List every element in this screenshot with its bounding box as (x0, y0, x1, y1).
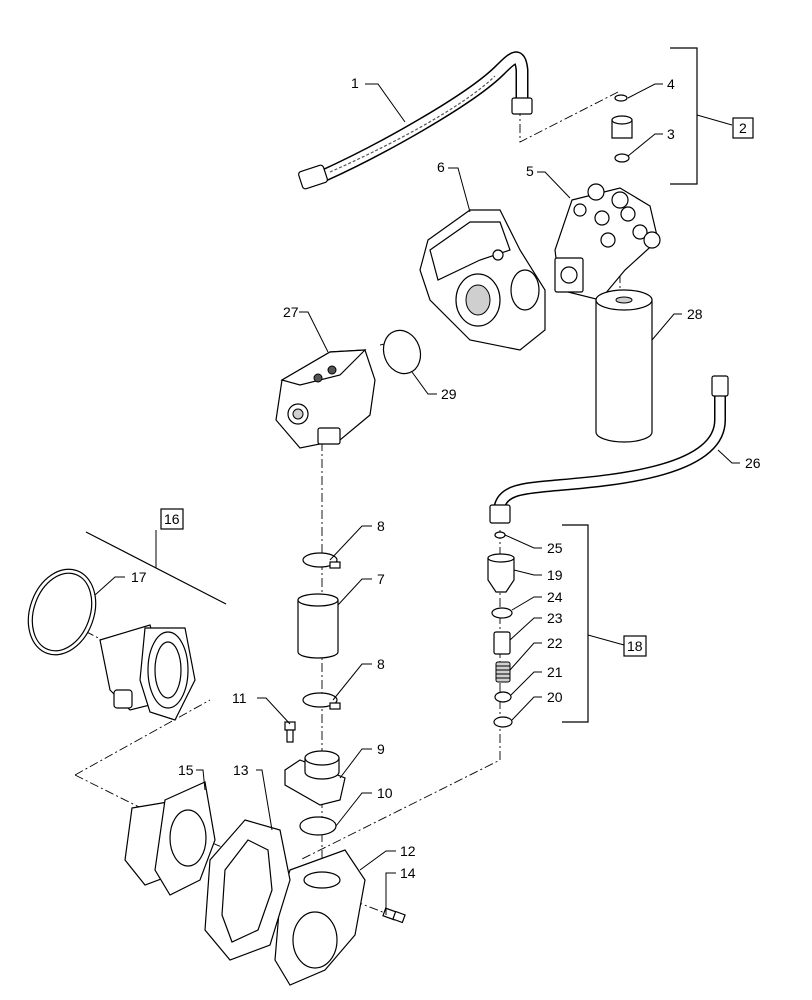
leader-lines (94, 83, 740, 915)
callout-11: 11 (232, 690, 247, 706)
part-26-hose (489, 375, 729, 524)
part-16-flanged-tube (99, 624, 196, 721)
group-16-bracket (85, 530, 227, 605)
callout-13: 13 (233, 762, 249, 778)
part-11-bolt (284, 721, 296, 743)
callout-16: 16 (164, 511, 180, 527)
callout-22: 22 (547, 635, 563, 651)
part-8-clamp-top (302, 552, 341, 569)
callout-10: 10 (377, 785, 393, 801)
part-22-spring (495, 661, 511, 683)
callout-23: 23 (547, 610, 563, 626)
callout-14: 14 (400, 865, 416, 881)
callout-25: 25 (547, 540, 563, 556)
group-18-bracket (562, 524, 625, 723)
callout-12: 12 (400, 843, 416, 859)
callout-4: 4 (667, 76, 675, 92)
callout-15: 15 (178, 762, 194, 778)
part-24-oring (491, 607, 513, 619)
part-8-clamp-bottom (302, 692, 341, 710)
group-2-bracket (670, 47, 733, 185)
part-27-pump (275, 349, 376, 449)
part-5-valve-block (554, 183, 661, 301)
callout-27: 27 (283, 304, 299, 320)
part-10-oring (299, 816, 337, 836)
callout-29: 29 (441, 386, 457, 402)
callout-19: 19 (547, 567, 563, 583)
callout-18: 18 (627, 638, 643, 654)
part-20-ring (493, 716, 513, 728)
callout-8b: 8 (377, 656, 385, 672)
part-9-flange (284, 750, 346, 806)
part-3-oring (614, 153, 630, 163)
callout-7: 7 (377, 571, 385, 587)
callout-20: 20 (547, 689, 563, 705)
callout-26: 26 (745, 455, 761, 471)
group-16-label-box (160, 508, 184, 530)
callout-8a: 8 (377, 518, 385, 534)
callout-17: 17 (131, 569, 147, 585)
part-fitting (611, 115, 633, 139)
part-1-hose (298, 51, 533, 190)
callout-3: 3 (667, 126, 675, 142)
part-4-oring (614, 94, 628, 102)
part-19-fitting (487, 553, 515, 593)
group-2-label-box (732, 117, 754, 139)
callout-2: 2 (739, 120, 747, 136)
part-12-elbow (274, 849, 366, 986)
part-23-poppet (493, 631, 511, 655)
part-25-oring (494, 531, 506, 539)
part-6-housing (419, 209, 546, 351)
callout-21: 21 (547, 664, 563, 680)
callout-24: 24 (547, 589, 563, 605)
part-21-washer (494, 691, 512, 703)
part-7-sleeve (297, 593, 339, 659)
part-14-bolt (382, 907, 406, 924)
part-15-flanged-tube (124, 781, 216, 896)
callout-9: 9 (377, 741, 385, 757)
callout-labels: 1 2 3 4 5 6 7 8 8 9 10 11 12 13 14 15 16… (131, 75, 761, 881)
part-29-oring (382, 329, 422, 375)
callout-28: 28 (687, 306, 703, 322)
part-28-filter (595, 289, 653, 443)
part-17-ring (27, 568, 97, 656)
part-13-gasket (204, 819, 291, 961)
callout-1: 1 (351, 75, 359, 91)
callout-6: 6 (437, 159, 445, 175)
callout-5: 5 (526, 163, 534, 179)
group-18-label-box (623, 635, 647, 657)
